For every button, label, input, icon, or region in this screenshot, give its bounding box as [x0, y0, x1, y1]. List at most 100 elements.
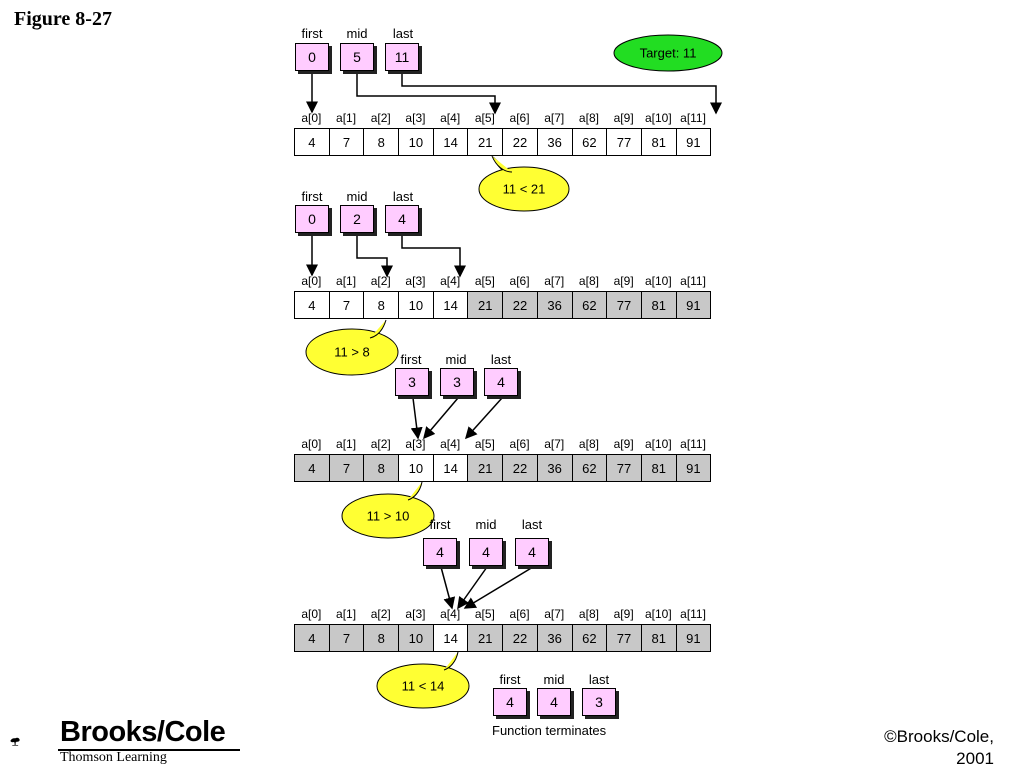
logo-brand-text: Brooks/Cole [60, 716, 226, 748]
array-cell: 10 [398, 291, 434, 319]
array-cell: 21 [467, 128, 504, 156]
copyright: ©Brooks/Cole, 2001 [884, 726, 994, 770]
step1-index-label: a[8] [578, 111, 599, 125]
array-cell: 7 [328, 454, 365, 482]
comparison-3: 11 > 10 [366, 508, 410, 524]
step3-connectors [410, 397, 503, 440]
array-cell: 36 [536, 454, 573, 482]
step3-mid-label: mid [445, 352, 467, 367]
array-cell: 77 [606, 454, 642, 482]
step3-index-label: a[10] [644, 437, 672, 451]
comparison-2: 11 > 8 [334, 344, 370, 360]
array-cell: 14 [432, 624, 469, 652]
step4-first-box: 4 [423, 538, 457, 566]
step4-mid-label: mid [475, 517, 497, 532]
step3-index-label: a[5] [474, 437, 495, 451]
array-cell: 8 [363, 128, 400, 156]
logo-subtitle: Thomson Learning [60, 750, 167, 765]
step1-index-label: a[11] [680, 111, 706, 125]
array-cell: 22 [502, 624, 538, 652]
step2-last-box: 4 [385, 205, 419, 233]
step4-index-label: a[7] [544, 607, 565, 621]
step3-index-label: a[7] [544, 437, 565, 451]
step4-index-label: a[0] [301, 607, 322, 621]
array-cell: 4 [294, 128, 330, 156]
step2-first-label: first [301, 189, 323, 204]
array-cell: 8 [363, 624, 400, 652]
array-cell: 14 [432, 291, 469, 319]
array-cell: 77 [606, 291, 642, 319]
array-cell: 7 [328, 624, 365, 652]
step1-index-label: a[3] [405, 111, 426, 125]
step2-mid-box: 2 [340, 205, 374, 233]
array-cell: 91 [675, 128, 712, 156]
step2-index-label: a[3] [405, 274, 426, 288]
step4-index-label: a[1] [336, 607, 357, 621]
step4-index-label: a[9] [613, 607, 634, 621]
array-cell: 77 [606, 624, 642, 652]
step3-mid-box: 3 [440, 368, 474, 396]
array-cell: 62 [571, 291, 608, 319]
logo-divider [58, 749, 240, 751]
step2-mid-label: mid [346, 189, 368, 204]
step3-index-label: a[3] [405, 437, 426, 451]
array-cell: 10 [398, 128, 434, 156]
step1-first-box: 0 [295, 43, 329, 71]
array-cell: 36 [536, 624, 573, 652]
comparison-1: 11 < 21 [502, 181, 546, 197]
step4-index-label: a[10] [644, 607, 672, 621]
array-cell: 77 [606, 128, 642, 156]
step1-index-label: a[6] [509, 111, 530, 125]
final-first-box: 4 [493, 688, 527, 716]
step2-connectors [306, 233, 466, 278]
copyright-line2: 2001 [956, 749, 994, 768]
step4-connectors [440, 566, 534, 610]
step3-last-label: last [490, 352, 512, 367]
figure-title: Figure 8-27 [14, 8, 112, 30]
step2-index-label: a[9] [613, 274, 634, 288]
step2-index-label: a[11] [680, 274, 706, 288]
array-cell: 22 [502, 291, 538, 319]
array-cell: 62 [571, 128, 608, 156]
array-cell: 36 [536, 128, 573, 156]
array-cell: 81 [640, 624, 677, 652]
target-label: Target: 11 [639, 45, 697, 61]
array-cell: 21 [467, 624, 504, 652]
step1-index-label: a[1] [336, 111, 357, 125]
array-cell: 21 [467, 291, 504, 319]
array-cell: 14 [432, 454, 469, 482]
step4-index-label: a[8] [578, 607, 599, 621]
step1-index-label: a[7] [544, 111, 565, 125]
function-terminates-label: Function terminates [492, 723, 607, 738]
step3-index-label: a[1] [336, 437, 357, 451]
step2-index-label: a[8] [578, 274, 599, 288]
array-cell: 62 [571, 624, 608, 652]
step3-index-label: a[6] [509, 437, 530, 451]
step3-index-label: a[8] [578, 437, 599, 451]
array-cell: 36 [536, 291, 573, 319]
step2-first-box: 0 [295, 205, 329, 233]
array-cell: 4 [294, 454, 330, 482]
step3-last-box: 4 [484, 368, 518, 396]
step4-index-label: a[3] [405, 607, 426, 621]
array-cell: 4 [294, 291, 330, 319]
array-cell: 81 [640, 291, 677, 319]
brooks-cole-tree-logo [10, 737, 20, 746]
step1-index-label: a[10] [644, 111, 672, 125]
step2-index-label: a[10] [644, 274, 672, 288]
array-cell: 22 [502, 454, 538, 482]
step1-index-label: a[4] [440, 111, 461, 125]
step2-index-label: a[4] [440, 274, 461, 288]
step4-last-label: last [521, 517, 543, 532]
step1-first-label: first [301, 26, 323, 41]
step3-first-box: 3 [395, 368, 429, 396]
step2-last-label: last [392, 189, 414, 204]
final-last-box: 3 [582, 688, 616, 716]
array-cell: 10 [398, 454, 434, 482]
step1-connectors [306, 71, 722, 115]
step3-index-label: a[2] [370, 437, 391, 451]
array-cell: 7 [328, 128, 365, 156]
